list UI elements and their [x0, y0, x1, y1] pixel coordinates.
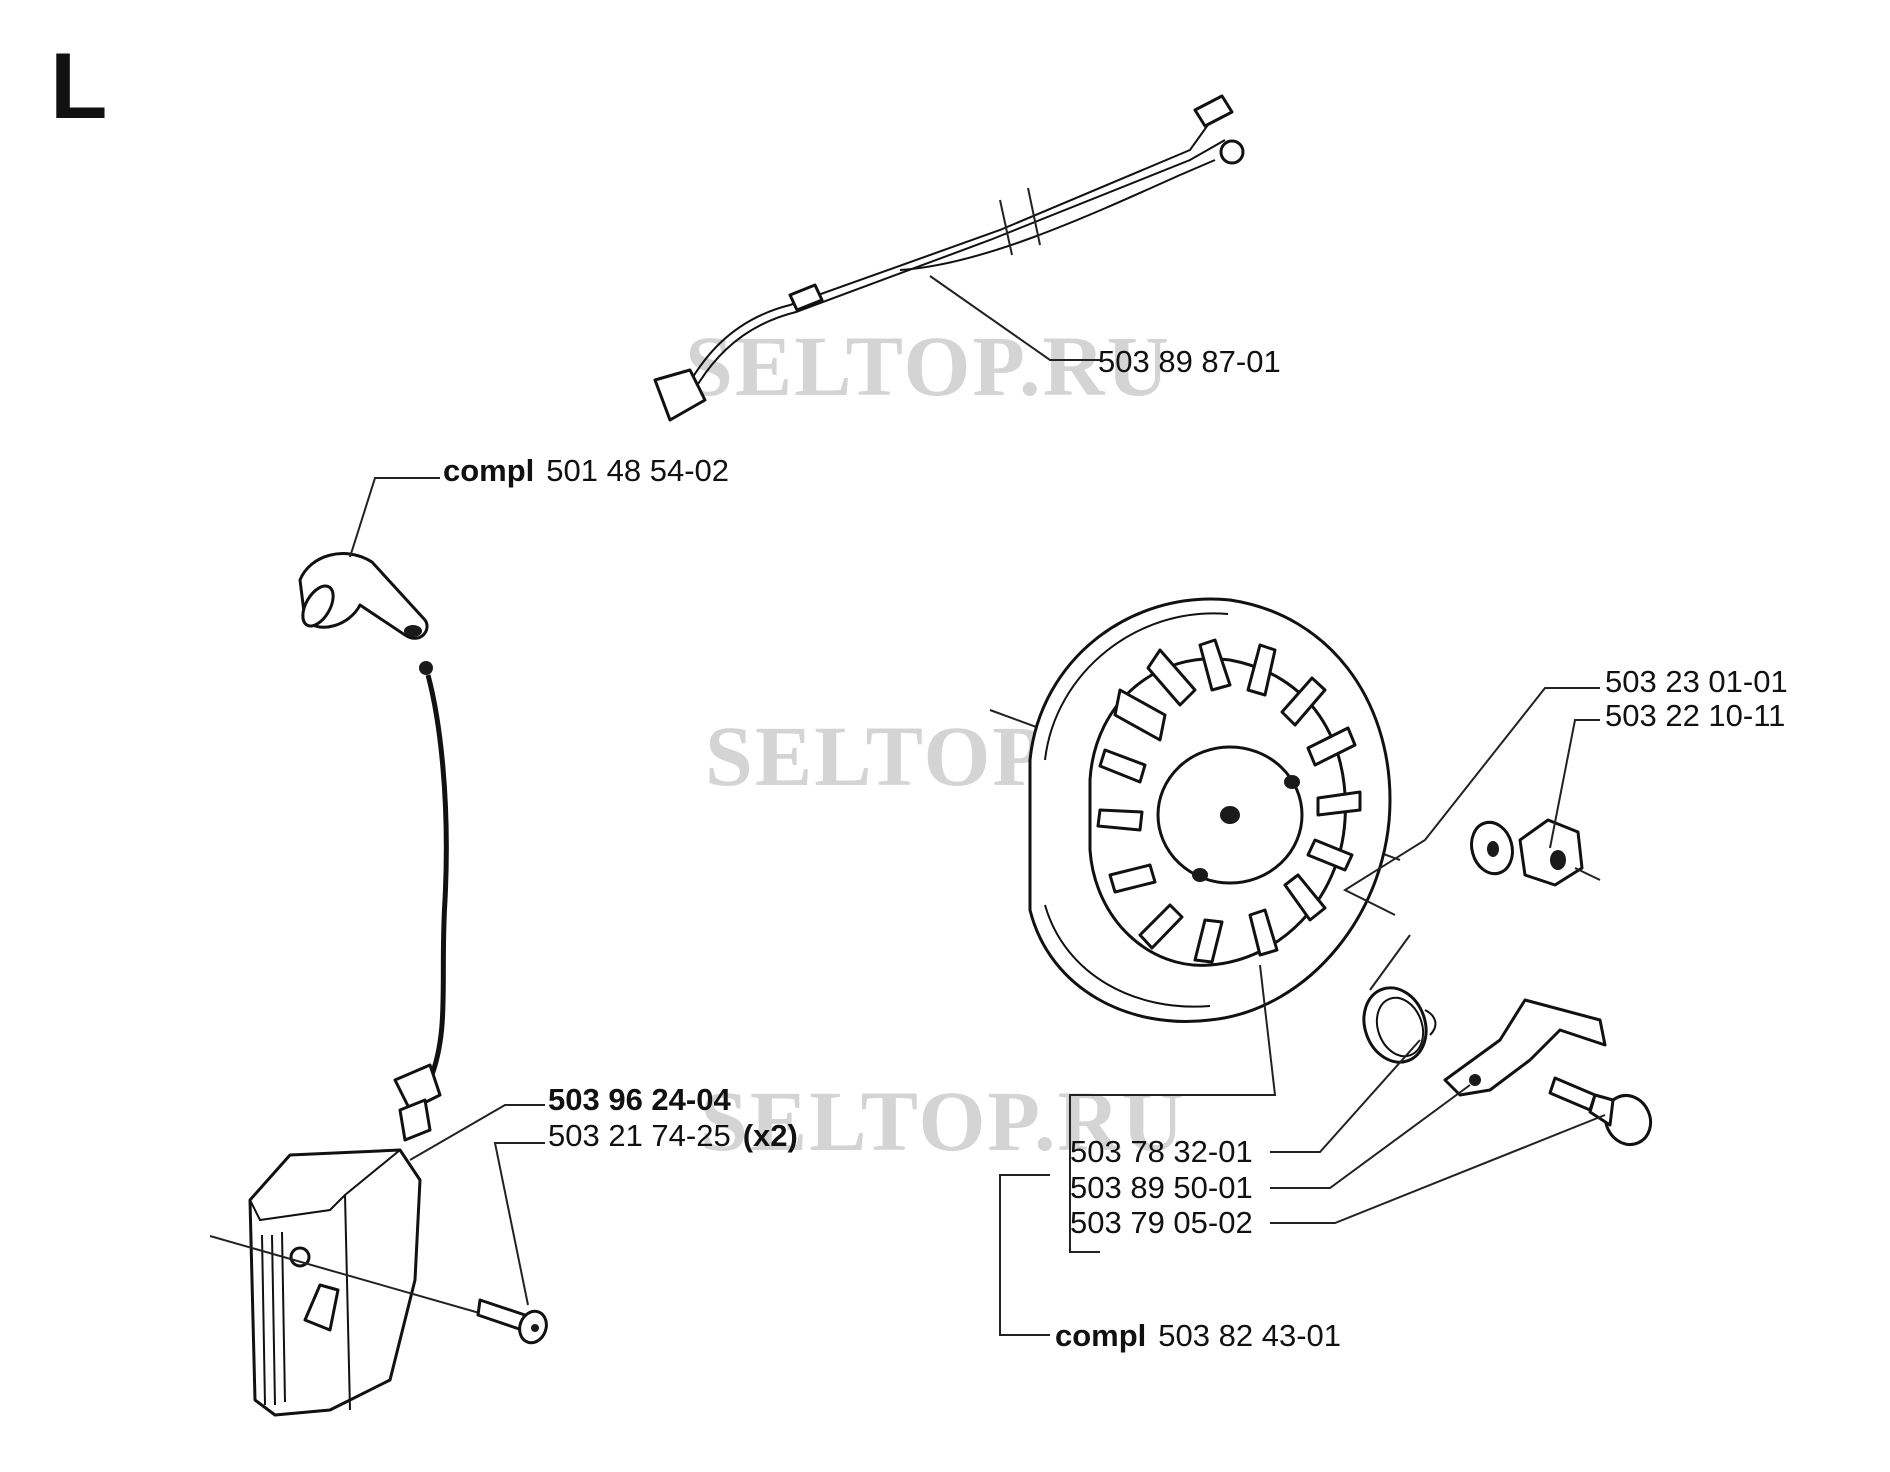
- spark-plug-cap-drawing: [298, 552, 449, 1081]
- leader-lines: [349, 275, 1606, 1336]
- part-number-plug-cap: 501 48 54-02: [546, 453, 729, 488]
- spring-drawing: [1362, 934, 1437, 1064]
- compl-prefix: compl: [443, 453, 534, 488]
- part-number-pawl-pin: 503 79 05-02: [1070, 1205, 1253, 1240]
- part-number-ignition-module: 503 96 24-04: [548, 1082, 731, 1117]
- label-plug-cap: compl 501 48 54-02: [443, 453, 729, 488]
- section-letter: L: [50, 33, 107, 138]
- part-labels: 503 89 87-01 compl 501 48 54-02 503 96 2…: [443, 344, 1788, 1353]
- quantity-badge: (x2): [743, 1118, 798, 1153]
- wire-harness-drawing: [653, 94, 1245, 422]
- ignition-module-drawing: [209, 1063, 491, 1417]
- module-screw-drawing: [476, 1298, 548, 1345]
- part-number-flywheel-assembly: 503 82 43-01: [1158, 1318, 1341, 1353]
- compl-prefix: compl: [1055, 1318, 1146, 1353]
- part-number-wire-harness: 503 89 87-01: [1098, 344, 1281, 379]
- watermark: SELTOP.RU: [700, 1073, 1186, 1169]
- part-number-flywheel: 503 78 32-01: [1070, 1134, 1253, 1169]
- watermark: SELTOP.RU: [685, 318, 1171, 414]
- pawl-drawing: [1443, 998, 1607, 1097]
- flywheel-drawing: [989, 597, 1401, 1023]
- nut-drawing: [1518, 818, 1601, 887]
- pawl-pin-drawing: [1548, 1076, 1653, 1146]
- washer-drawing: [1470, 820, 1514, 876]
- part-number-pawl: 503 89 50-01: [1070, 1170, 1253, 1205]
- label-flywheel-assembly: compl 503 82 43-01: [1055, 1318, 1341, 1353]
- part-number-nut: 503 22 10-11: [1605, 698, 1785, 733]
- part-number-washer: 503 23 01-01: [1605, 664, 1788, 699]
- label-module-screw: 503 21 74-25 (x2): [548, 1118, 798, 1153]
- part-number-module-screw: 503 21 74-25: [548, 1118, 731, 1153]
